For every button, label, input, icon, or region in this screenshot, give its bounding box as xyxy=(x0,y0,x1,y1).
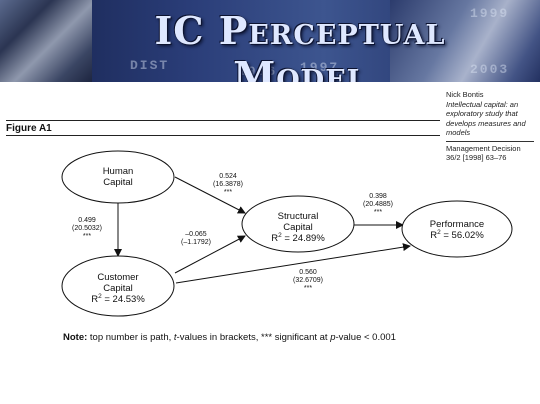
node-performance-r2-value: 56.02% xyxy=(452,230,485,241)
note-label: Note: xyxy=(63,332,88,343)
path-human-structural-sig: *** xyxy=(224,189,232,196)
arrow-customer-structural xyxy=(174,235,246,274)
path-structural-performance-sig: *** xyxy=(374,209,382,216)
path-human-customer-sig: *** xyxy=(83,233,91,240)
citation-article: Intellectual capital: an exploratory stu… xyxy=(446,99,526,138)
citation: Nick Bontis Intellectual capital: an exp… xyxy=(446,90,538,163)
node-customer-r2: R2 = 24.53% xyxy=(91,293,145,305)
path-customer-performance-t: (32.6709) xyxy=(293,277,323,284)
path-human-structural-coef: 0.524 xyxy=(219,173,237,180)
banner-watermark: 1997 xyxy=(300,60,340,75)
citation-issue: 36/2 [1998] 63–76 xyxy=(446,153,507,162)
citation-journal: Management Decision xyxy=(446,143,521,153)
path-customer-performance-coef: 0.560 xyxy=(299,269,317,276)
node-human-capital xyxy=(61,150,175,204)
node-structural-line1: Structural xyxy=(278,211,319,222)
path-human-customer-coef: 0.499 xyxy=(78,217,96,224)
node-structural-r2: R2 = 24.89% xyxy=(271,232,325,244)
citation-divider xyxy=(446,140,534,142)
path-human-structural-t: (16.3878) xyxy=(213,181,243,188)
node-structural-capital xyxy=(241,195,355,253)
banner-watermark: 1996 xyxy=(238,64,278,79)
node-structural-r2-value: 24.89% xyxy=(293,233,326,244)
banner-photo-left xyxy=(0,0,92,82)
node-structural-line2: Capital xyxy=(283,222,313,233)
node-performance-r2: R2 = 56.02% xyxy=(430,229,484,241)
path-customer-performance-sig: *** xyxy=(304,285,312,292)
figure-label: Figure A1 xyxy=(6,123,52,134)
banner-watermark: DIST xyxy=(130,58,170,73)
path-human-customer-t: (20.5032) xyxy=(72,225,102,232)
arrow-customer-performance xyxy=(175,243,411,284)
figure-rule xyxy=(6,135,440,136)
path-structural-performance-t: (20.4885) xyxy=(363,201,393,208)
note-text-2: -values in brackets, *** significant at xyxy=(176,332,331,343)
note-text-3: -value < 0.001 xyxy=(335,332,396,343)
page-title: IC Perceptual Model xyxy=(154,8,446,82)
banner: DIST 1996 1997 1999 2003 IC Perceptual M… xyxy=(0,0,540,82)
node-human-line1: Human xyxy=(103,166,134,177)
top-rule xyxy=(6,120,440,121)
node-human-line2: Capital xyxy=(103,177,133,188)
path-customer-structural-coef: –0.065 xyxy=(185,231,207,238)
note-p: p xyxy=(330,332,336,343)
node-performance-line1: Performance xyxy=(430,219,484,230)
figure-note: Note: top number is path, t-values in br… xyxy=(63,332,396,343)
node-customer-line2: Capital xyxy=(103,283,133,294)
node-customer-r2-value: 24.53% xyxy=(113,294,146,305)
note-t: t xyxy=(173,332,177,343)
arrow-human-structural xyxy=(174,176,246,214)
node-performance xyxy=(401,200,513,258)
node-customer-line1: Customer xyxy=(97,272,138,283)
path-structural-performance-coef: 0.398 xyxy=(369,193,387,200)
path-customer-structural-t: (–1.1792) xyxy=(181,239,211,246)
node-customer-capital xyxy=(61,255,175,317)
banner-watermark: 1999 xyxy=(470,6,510,21)
banner-watermark: 2003 xyxy=(470,62,510,77)
citation-author: Nick Bontis xyxy=(446,90,484,99)
note-text-1: top number is path, xyxy=(87,332,174,343)
banner-photo-right xyxy=(390,0,540,82)
